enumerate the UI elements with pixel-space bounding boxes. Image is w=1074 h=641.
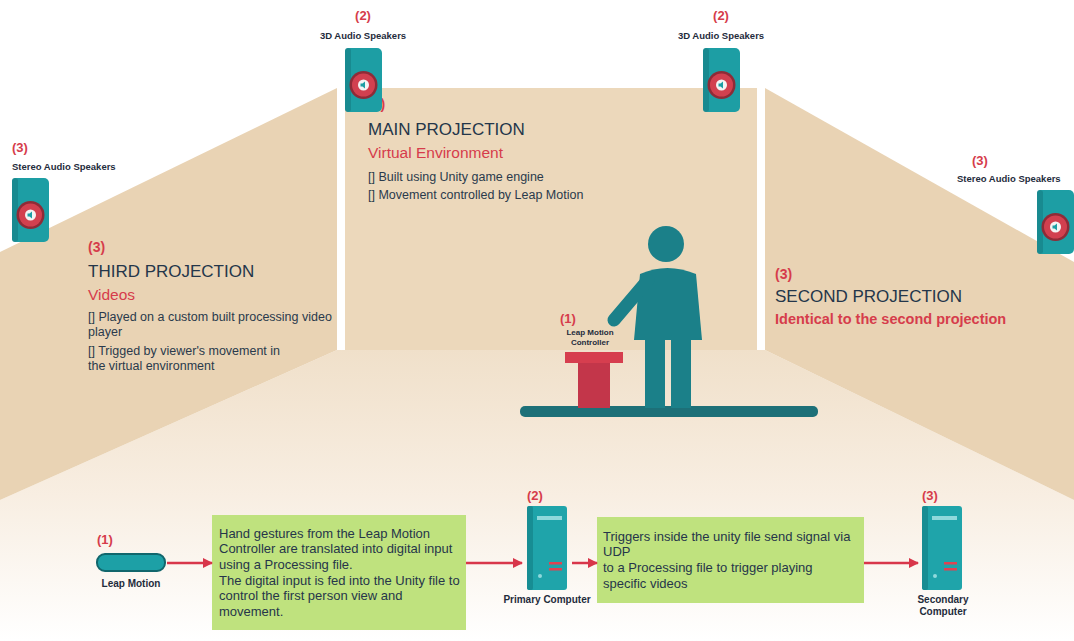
- flow-arrow: [864, 562, 918, 565]
- podium: [565, 352, 623, 408]
- process-text: Hand gestures from the Leap Motion Contr…: [219, 526, 469, 573]
- device-label: Leap Motion Controller: [557, 328, 623, 347]
- device-label: Secondary Computer: [898, 594, 988, 618]
- wall-shape: [0, 88, 337, 500]
- callout-number: (3): [775, 266, 792, 283]
- flow-arrow: [466, 562, 522, 565]
- speaker-icon: [345, 48, 382, 112]
- person-torso: [634, 268, 702, 340]
- projection-subtitle: Videos: [88, 286, 135, 305]
- projection-subtitle: Virtual Environment: [368, 144, 503, 163]
- projection-subtitle: Identical to the second projection: [775, 311, 1006, 328]
- bullet-text: [] Movement controlled by Leap Motion: [368, 188, 583, 203]
- computer-node: (2)Primary Computer: [522, 488, 572, 622]
- bullet-text: [] Played on a custom built processing v…: [88, 310, 338, 340]
- speaker-label: 3D Audio Speakers: [661, 30, 781, 41]
- device-label: Primary Computer: [502, 594, 592, 606]
- callout-number: (2): [701, 8, 741, 24]
- callout-number: (3): [972, 153, 988, 169]
- callout-number: (2): [343, 8, 383, 24]
- projection-title: THIRD PROJECTION: [88, 262, 254, 282]
- speaker-label: Stereo Audio Speakers: [957, 173, 1061, 184]
- projection-wall: (3) SECOND PROJECTION Identical to the sec…: [765, 88, 1074, 500]
- callout-number: (1): [560, 311, 576, 327]
- process-box: Hand gestures from the Leap Motion Contr…: [212, 515, 466, 630]
- speaker-icon: [12, 178, 49, 242]
- bullet-text: [] Built using Unity game engine: [368, 170, 544, 185]
- projection-wall: (2) MAIN PROJECTION Virtual Environment [] …: [345, 88, 757, 350]
- callout-number: (1): [97, 532, 113, 548]
- flow-arrow: [572, 562, 597, 565]
- podium-column: [578, 363, 610, 408]
- device-node: (1)Leap Motion: [95, 532, 167, 598]
- podium-top: [565, 352, 623, 363]
- callout-number: (2): [527, 488, 543, 504]
- person-arm: [614, 280, 648, 320]
- flow-arrow: [167, 562, 212, 565]
- person-leg: [645, 336, 665, 408]
- process-text: Triggers inside the unity file send sign…: [603, 529, 853, 560]
- callout-number: (3): [88, 239, 105, 256]
- wall-shape: [0, 88, 337, 500]
- person-leg: [671, 336, 691, 408]
- computer-node: (3)Secondary Computer: [918, 488, 968, 622]
- person-figure: [614, 226, 702, 408]
- bullet-text: [] Trigged by viewer's movement in the v…: [88, 344, 298, 374]
- process-text: The digital input is fed into the Unity …: [219, 573, 465, 620]
- speaker-label: Stereo Audio Speakers: [12, 161, 116, 172]
- process-box: Triggers inside the unity file send sign…: [597, 517, 864, 603]
- computer-tower: [527, 506, 567, 590]
- callout-number: (2): [368, 96, 385, 113]
- device-label: Leap Motion: [85, 578, 177, 590]
- leap-motion-icon: [97, 554, 165, 571]
- process-text: to a Processing file to trigger playing …: [603, 560, 839, 591]
- projection-title: MAIN PROJECTION: [368, 120, 525, 140]
- floor-line: [520, 406, 818, 417]
- speaker-label: 3D Audio Speakers: [303, 30, 423, 41]
- person-head: [648, 226, 684, 262]
- computer-tower: [922, 506, 962, 590]
- callout-number: (3): [12, 140, 28, 156]
- projection-title: SECOND PROJECTION: [775, 287, 962, 307]
- wall-shape: [765, 88, 1074, 500]
- projection-wall: (3) THIRD PROJECTION Videos [] Played on a …: [0, 88, 337, 500]
- callout-number: (3): [922, 488, 938, 504]
- speaker-icon: [1037, 190, 1074, 254]
- speaker-icon: [703, 48, 740, 112]
